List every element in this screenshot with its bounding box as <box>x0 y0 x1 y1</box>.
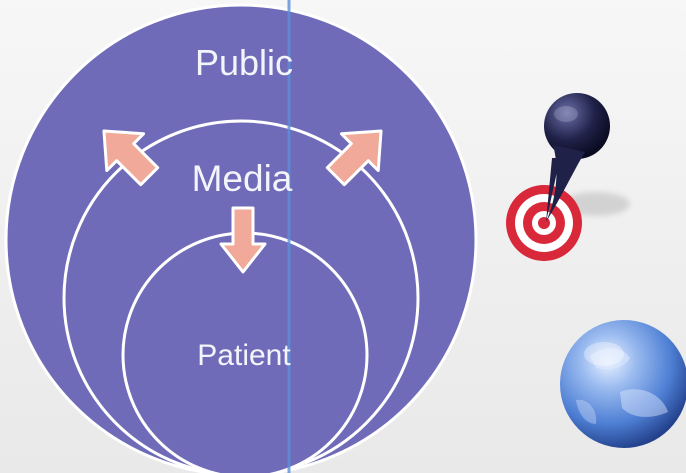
label-patient: Patient <box>197 339 291 372</box>
arrow-up-right-icon <box>325 129 383 187</box>
globe-icon <box>560 320 686 448</box>
label-public: Public <box>195 42 293 83</box>
map-pin-target-icon <box>506 93 630 261</box>
arrow-down-icon <box>219 206 267 274</box>
label-media: Media <box>192 158 293 199</box>
arrow-up-left-icon <box>102 129 160 187</box>
